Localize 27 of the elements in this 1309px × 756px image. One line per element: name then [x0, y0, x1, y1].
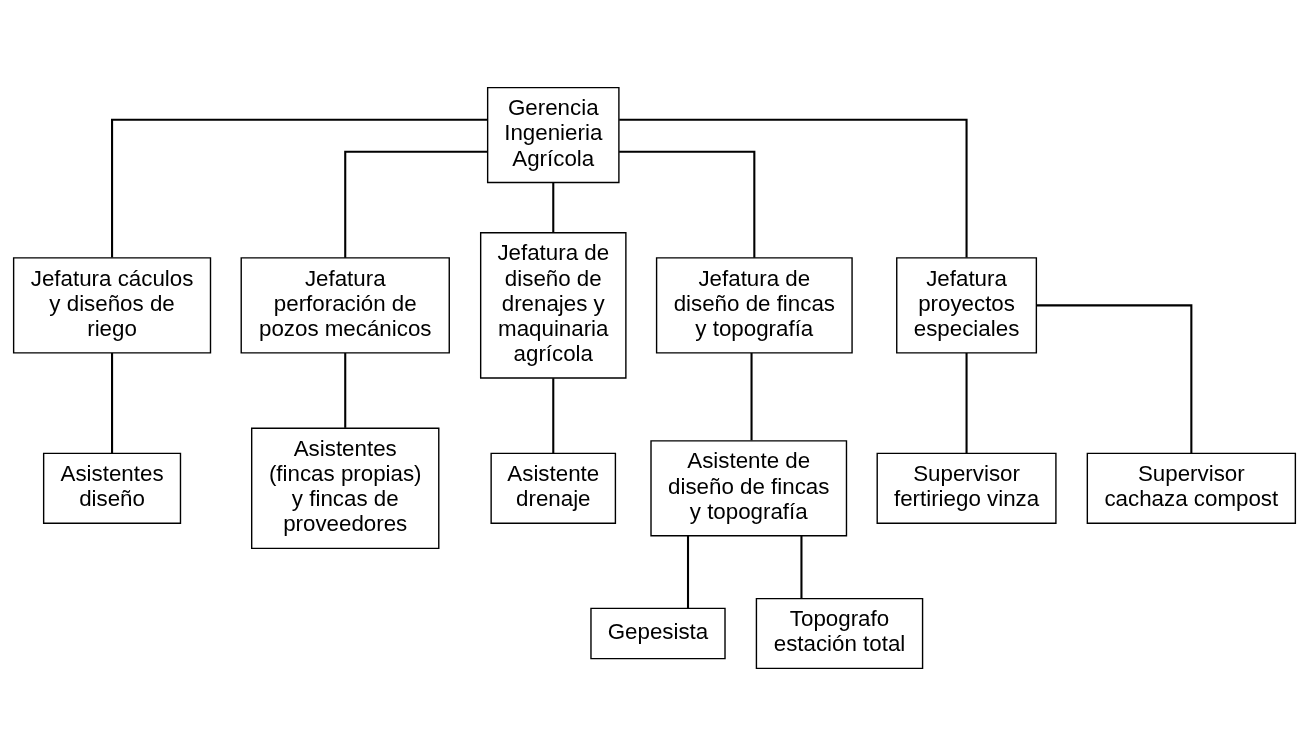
node-box: Supervisor fertiriego vinza — [876, 452, 1057, 524]
node-box: Jefatura cáculos y diseños de riego — [12, 257, 212, 354]
connector — [111, 118, 488, 258]
connector — [619, 150, 756, 258]
node-box: Asistentes (fincas propias) y fincas de proveedores — [251, 427, 440, 550]
node-box: Jefatura de diseño de fincas y topografía — [655, 257, 853, 354]
connector — [619, 118, 968, 258]
node-box: Asistente drenaje — [490, 452, 617, 524]
connector — [344, 353, 347, 428]
connector — [800, 535, 803, 599]
connector — [552, 378, 555, 454]
connector — [686, 535, 690, 609]
connector — [750, 353, 753, 441]
connector — [965, 353, 968, 454]
node-box: Asistentes diseño — [42, 452, 182, 524]
node-box: Supervisor cachaza compost — [1086, 452, 1297, 524]
node-box: Jefatura proyectos especiales — [896, 257, 1038, 354]
node-box: Jefatura perforación de pozos mecánicos — [240, 257, 450, 354]
node-box: Topografo estación total — [755, 597, 924, 670]
node-box: Gepesista — [590, 607, 726, 660]
node-box: Jefatura de diseño de drenajes y maquinaria agrícola — [479, 232, 627, 379]
node-box: Gerencia Ingenieria Agrícola — [486, 86, 620, 184]
connector — [111, 353, 114, 454]
node-box: Asistente de diseño de fincas y topografía — [650, 440, 848, 537]
connector — [344, 150, 488, 258]
connector — [552, 182, 555, 233]
connector — [1036, 304, 1193, 454]
